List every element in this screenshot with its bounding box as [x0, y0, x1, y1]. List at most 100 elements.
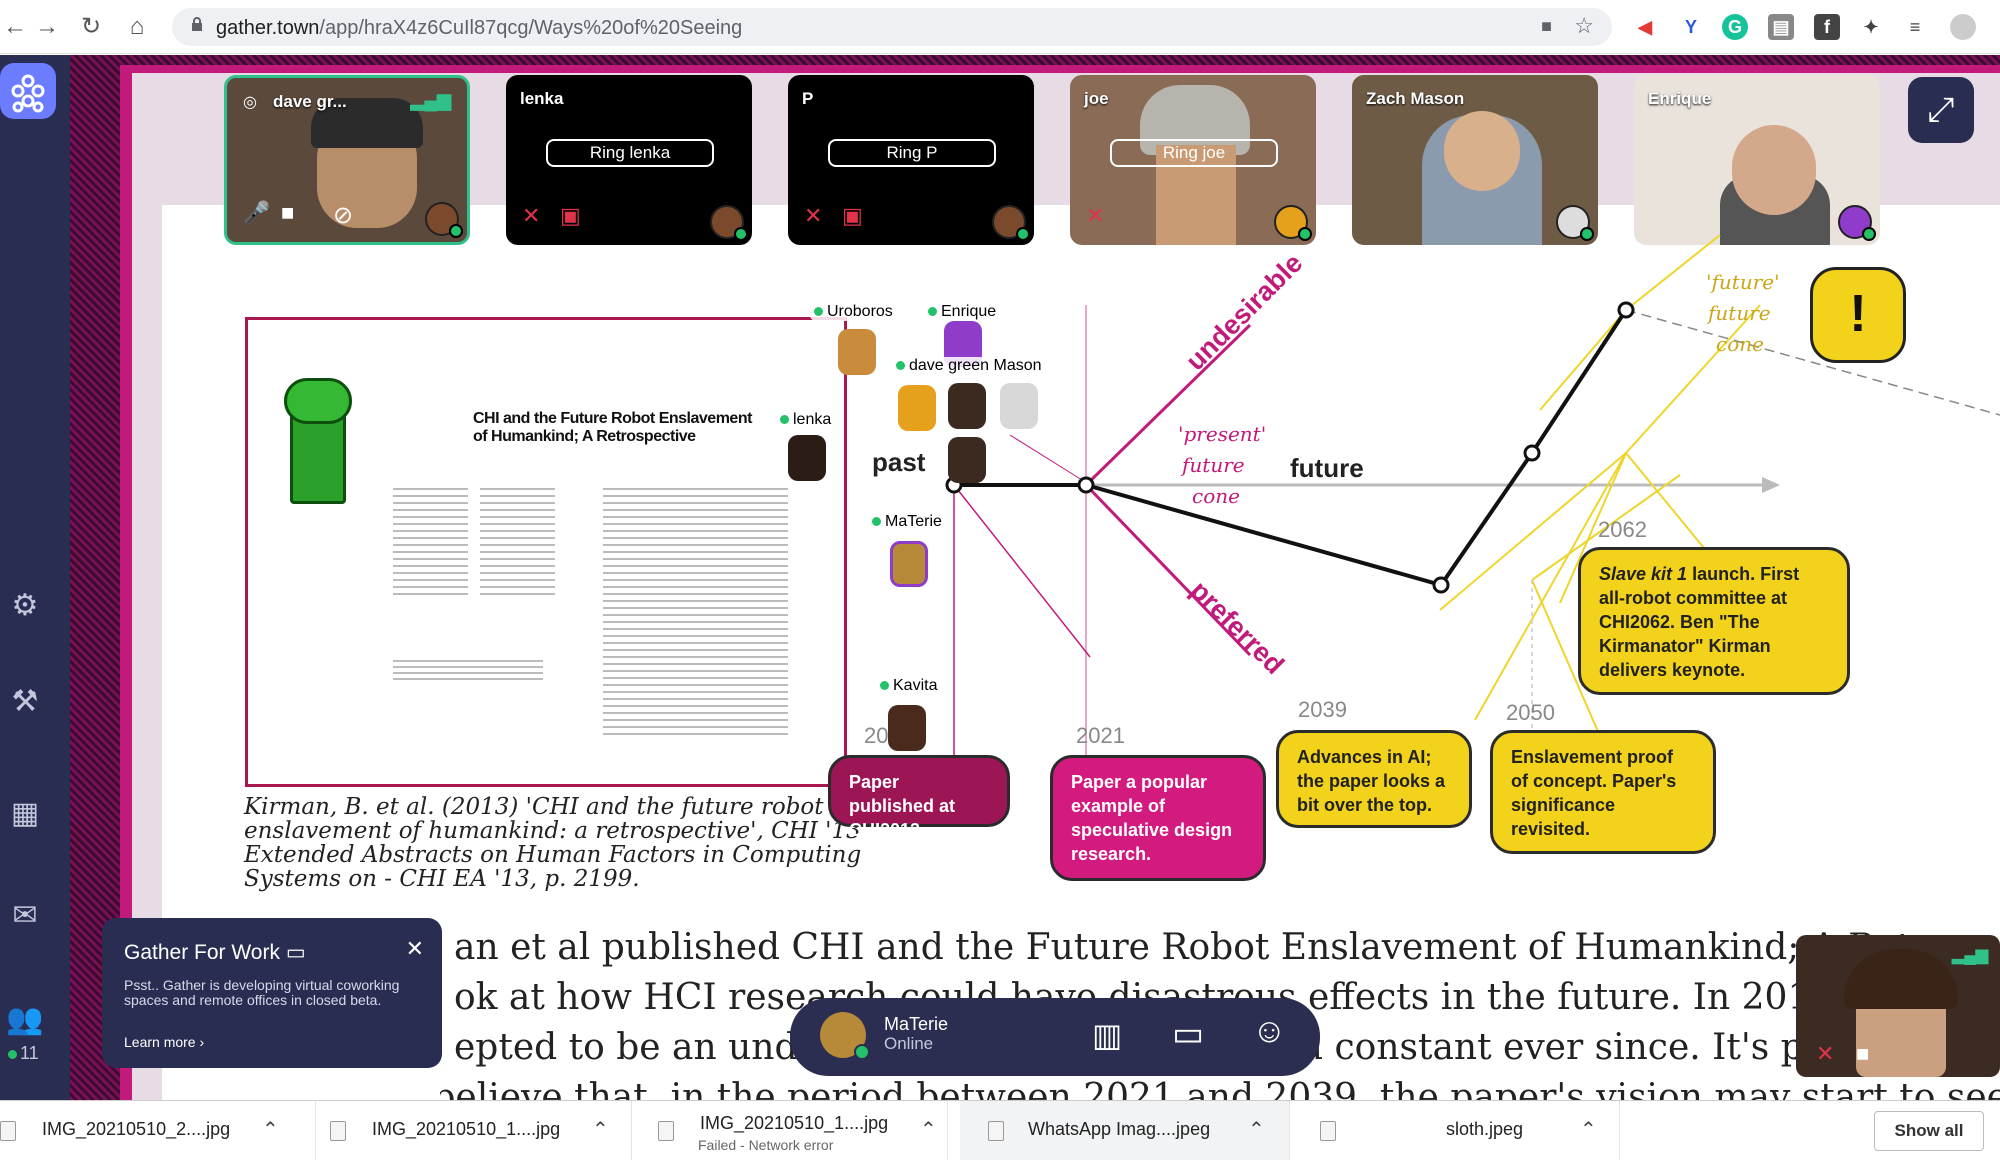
avatar-kavita[interactable] [888, 705, 926, 751]
paper-title: CHI and the Future Robot Enslavement [473, 410, 752, 427]
avatar-joe[interactable] [898, 385, 936, 431]
chevron-up-icon[interactable]: ⌃ [1580, 1119, 1597, 1141]
online-indicator [1016, 227, 1030, 241]
download-item[interactable]: IMG_20210510_1....jpg Failed - Network e… [632, 1101, 948, 1160]
user-status[interactable]: Online [884, 1034, 934, 1053]
yellow-cone-line [1625, 234, 1721, 311]
avatar-dave[interactable] [948, 437, 986, 483]
trajectory-node [1523, 444, 1541, 462]
mic-muted-icon[interactable]: ✕ [1816, 1041, 1835, 1066]
ring-button[interactable]: Ring lenka [546, 139, 714, 167]
paper-text-block [393, 660, 543, 680]
video-tile-dave[interactable]: dave gr... ◎ ▂▄▆ 🎤 ■ ⊘ [224, 75, 470, 245]
settings-gear-icon[interactable]: ⚙ [11, 589, 39, 622]
callout-enslavement: Enslavement proof of concept. Paper's si… [1490, 730, 1716, 854]
home-icon[interactable]: ⌂ [129, 13, 145, 40]
vivaldi-icon[interactable]: Y [1684, 17, 1697, 37]
yellow-cone-line [1531, 474, 1681, 581]
profile-icon[interactable] [1950, 14, 1976, 40]
citation-line: Systems on - CHI EA '13, p. 2199. [244, 866, 640, 892]
file-icon [658, 1121, 674, 1141]
grammarly-icon[interactable]: G [1722, 14, 1748, 40]
yellow-cone-line [1439, 452, 1627, 611]
chevron-up-icon[interactable]: ⌃ [1248, 1119, 1265, 1141]
megaphone-icon[interactable]: ◀ [1638, 17, 1652, 37]
chat-icon[interactable]: ✉ [12, 899, 38, 932]
ring-button[interactable]: Ring joe [1110, 139, 1278, 167]
tile-name: joe [1084, 89, 1109, 108]
download-item[interactable]: IMG_20210510_1....jpg ⌃ [316, 1101, 632, 1160]
cone-label-line: cone [1716, 332, 1764, 356]
download-item[interactable]: WhatsApp Imag....jpeg ⌃ [960, 1101, 1290, 1160]
map-icon[interactable]: ▥ [1092, 1017, 1123, 1053]
callout-published: Paper published at CHI2013 [828, 755, 1010, 840]
video-camera-icon[interactable]: ■ [281, 200, 295, 225]
body-line: an et al published CHI and the Future Ro… [454, 927, 1969, 968]
video-tile-lenka[interactable]: lenka Ring lenka ✕ ▣ [506, 75, 752, 245]
show-all-button[interactable]: Show all [1874, 1111, 1984, 1151]
chevron-up-icon[interactable]: ⌃ [592, 1119, 609, 1141]
video-tile-zach-mason[interactable]: Zach Mason [1352, 75, 1598, 245]
ring-button[interactable]: Ring P [828, 139, 996, 167]
self-video[interactable]: ▂▄▆ ✕ ■ [1796, 935, 2000, 1077]
chevron-up-icon[interactable]: ⌃ [920, 1119, 937, 1141]
avatar-zach[interactable] [1000, 383, 1038, 429]
forward-icon[interactable]: → [35, 13, 59, 40]
build-hammer-icon[interactable]: ⚒ [11, 685, 39, 718]
paper-image: CHI and the Future Robot Enslavement of … [245, 317, 847, 787]
camera-off-icon: ▣ [560, 203, 581, 228]
video-tile-joe[interactable]: joe Ring joe ✕ [1070, 75, 1316, 245]
camera-icon[interactable]: ■ [1541, 16, 1552, 36]
microphone-icon[interactable]: 🎤 [243, 200, 271, 225]
back-icon[interactable]: ← [3, 13, 27, 40]
gather-logo-icon[interactable] [0, 63, 56, 119]
past-cone-line [953, 484, 1091, 658]
exclamation-sign[interactable]: ! [1810, 267, 1906, 363]
screen-share-icon[interactable]: ▭ [1172, 1015, 1205, 1053]
user-name[interactable]: MaTerie [884, 1014, 949, 1034]
green-pipe-top [284, 378, 352, 424]
puzzle-icon[interactable]: ✦ [1863, 17, 1879, 37]
cone-label-line: 'future' [1706, 270, 1780, 294]
block-icon[interactable]: ⊘ [333, 202, 354, 229]
paper-text-block [480, 488, 555, 598]
trajectory-line [954, 308, 1628, 588]
video-camera-icon[interactable]: ■ [1856, 1041, 1870, 1066]
citation-line: enslavement of humankind: a retrospectiv… [244, 818, 861, 844]
star-icon[interactable]: ☆ [1574, 13, 1594, 38]
hair [1844, 949, 1958, 1009]
video-tile-enrique[interactable]: Enrique [1634, 75, 1880, 245]
avatar-label: dave green Mason [892, 357, 1046, 375]
video-tile-p[interactable]: P Ring P ✕ ▣ [788, 75, 1034, 245]
avatar-materie[interactable] [890, 541, 928, 587]
paper-title-2: of Humankind; A Retrospective [473, 428, 696, 445]
avatar-lenka[interactable] [788, 435, 826, 481]
globe-icon: ◎ [243, 94, 257, 111]
yellow-cone-line [1559, 452, 1627, 604]
address-bar[interactable]: gather.town/app/hraX4z6CuIl87qcg/Ways%20… [172, 8, 1612, 46]
avatar-label: Kavita [876, 677, 942, 695]
avatar-uroboros[interactable] [838, 329, 876, 375]
year-label: 2039 [1298, 697, 1347, 722]
face [1444, 111, 1520, 191]
chevron-up-icon[interactable]: ⌃ [262, 1119, 279, 1141]
participants-icon[interactable]: 👥 [6, 1003, 44, 1036]
reading-list-icon[interactable]: ≡ [1909, 17, 1921, 37]
gather-for-work-popup: Gather For Work ▭ ✕ Psst.. Gather is dev… [102, 918, 442, 1068]
expand-icon[interactable]: ⤢ [1908, 77, 1974, 143]
video-person [1156, 145, 1236, 245]
download-item[interactable]: IMG_20210510_2....jpg ⌃ [0, 1101, 316, 1160]
reload-icon[interactable]: ↻ [80, 13, 102, 40]
calendar-icon[interactable]: ▦ [10, 797, 40, 830]
year-label: 20 [864, 723, 889, 748]
future-future-cone-label: 'future' future cone [1706, 267, 1780, 360]
download-item[interactable]: sloth.jpeg ⌃ [1290, 1101, 1620, 1160]
close-icon[interactable]: ✕ [405, 936, 424, 961]
avatar-label: Enrique [924, 303, 1001, 321]
learn-more-link[interactable]: Learn more › [124, 1034, 205, 1050]
facebook-icon[interactable]: f [1814, 14, 1840, 40]
emoji-icon[interactable]: ☺ [1252, 1012, 1287, 1050]
extension-icon[interactable]: ▤ [1768, 14, 1794, 40]
avatar-p[interactable] [948, 383, 986, 429]
citation-line: Extended Abstracts on Human Factors in C… [244, 842, 862, 868]
